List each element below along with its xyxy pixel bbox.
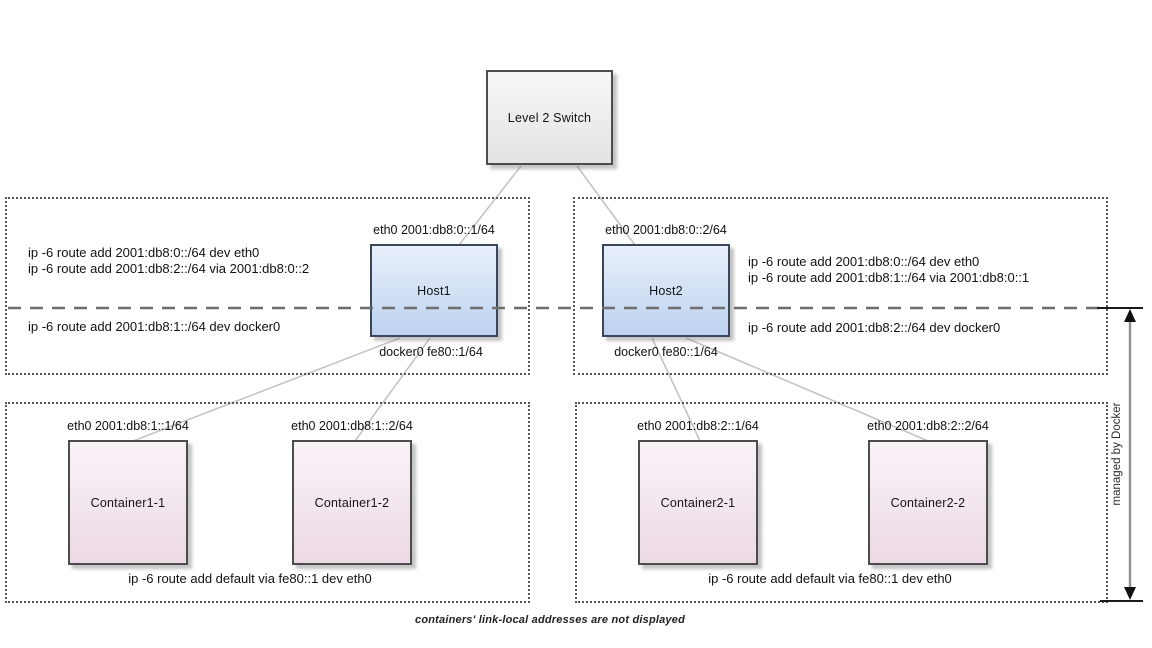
host1-routes-lower: ip -6 route add 2001:db8:1::/64 dev dock… — [28, 319, 280, 335]
host1-label: Host1 — [417, 283, 451, 298]
host1-route-eth0: ip -6 route add 2001:db8:0::/64 dev eth0 — [28, 245, 260, 260]
footnote-label: containers' link-local addresses are not… — [415, 614, 685, 626]
container1-1-label: Container1-1 — [90, 495, 166, 510]
container1-2-eth0-label: eth0 2001:db8:1::2/64 — [291, 419, 413, 433]
container2-1-node: Container2-1 — [638, 440, 758, 565]
arrow-head-up-icon — [1124, 309, 1136, 322]
host2-route-docker0: ip -6 route add 2001:db8:2::/64 dev dock… — [748, 320, 1001, 335]
container1-1-node: Container1-1 — [68, 440, 188, 565]
host2-node: Host2 — [602, 244, 730, 337]
level2-switch-node: Level 2 Switch — [486, 70, 613, 165]
container2-2-node: Container2-2 — [868, 440, 988, 565]
container1-2-label: Container1-2 — [314, 495, 390, 510]
containers1-default-route-label: ip -6 route add default via fe80::1 dev … — [128, 571, 372, 586]
host1-route-docker0: ip -6 route add 2001:db8:1::/64 dev dock… — [28, 319, 281, 334]
host2-eth0-label: eth0 2001:db8:0::2/64 — [605, 223, 727, 237]
host2-routes-lower: ip -6 route add 2001:db8:2::/64 dev dock… — [748, 320, 1000, 336]
host2-routes-upper: ip -6 route add 2001:db8:0::/64 dev eth0… — [748, 254, 1029, 285]
host1-routes-upper: ip -6 route add 2001:db8:0::/64 dev eth0… — [28, 245, 309, 276]
level2-switch-label: Level 2 Switch — [507, 110, 592, 125]
host2-docker0-label: docker0 fe80::1/64 — [614, 345, 718, 359]
container2-2-label: Container2-2 — [890, 495, 966, 510]
host2-route-via: ip -6 route add 2001:db8:1::/64 via 2001… — [748, 269, 1030, 285]
arrow-head-down-icon — [1124, 587, 1136, 600]
containers2-default-route-label: ip -6 route add default via fe80::1 dev … — [708, 571, 952, 586]
host1-route-via: ip -6 route add 2001:db8:2::/64 via 2001… — [28, 260, 310, 276]
container2-1-label: Container2-1 — [660, 495, 736, 510]
host2-label: Host2 — [649, 283, 683, 298]
host2-route-eth0: ip -6 route add 2001:db8:0::/64 dev eth0 — [748, 254, 980, 269]
managed-by-docker-label: managed by Docker — [1111, 402, 1123, 506]
host1-node: Host1 — [370, 244, 498, 337]
container1-2-node: Container1-2 — [292, 440, 412, 565]
container2-2-eth0-label: eth0 2001:db8:2::2/64 — [867, 419, 989, 433]
